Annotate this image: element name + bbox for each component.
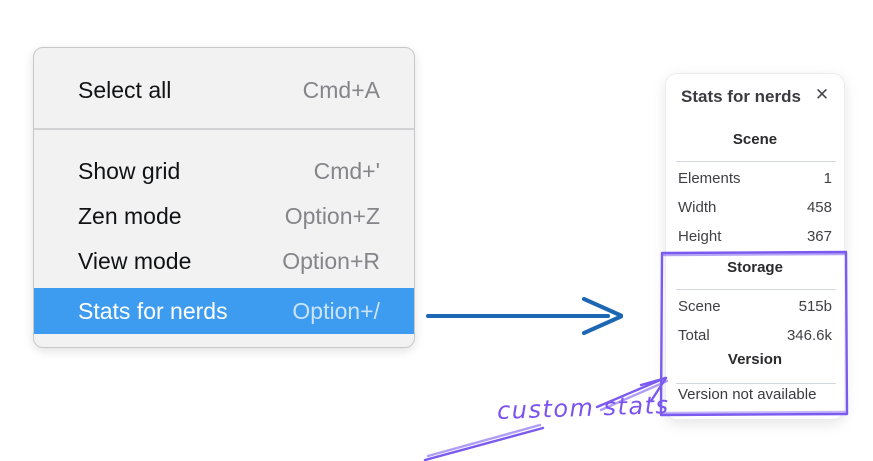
menu-item-show-grid[interactable]: Show grid Cmd+' [34, 149, 414, 193]
section-divider [676, 289, 836, 290]
menu-item-select-all[interactable]: Select all Cmd+A [34, 68, 414, 112]
menu-item-label: View mode [78, 247, 192, 274]
stat-label: Width [678, 199, 717, 216]
context-menu: Select all Cmd+A Show grid Cmd+' Zen mod… [33, 47, 415, 348]
menu-item-shortcut: Cmd+' [313, 157, 380, 184]
section-divider [676, 161, 836, 162]
menu-item-shortcut: Option+R [282, 247, 380, 274]
stats-panel: Stats for nerds ✕ Scene Elements 1 Width… [665, 73, 845, 420]
stat-row-height: Height 367 [678, 222, 832, 251]
stat-label: Scene [678, 298, 721, 315]
stat-label: Elements [678, 170, 741, 187]
menu-to-panel-arrow [426, 297, 623, 335]
menu-item-zen-mode[interactable]: Zen mode Option+Z [34, 194, 414, 238]
menu-item-label: Select all [78, 76, 172, 103]
menu-item-stats-for-nerds[interactable]: Stats for nerds Option+/ [34, 288, 414, 334]
stats-panel-title: Stats for nerds [681, 87, 801, 106]
section-heading-storage: Storage [727, 259, 783, 276]
menu-item-shortcut: Cmd+A [302, 76, 380, 103]
menu-divider [34, 128, 414, 130]
version-note: Version not available [678, 386, 817, 403]
stat-row-elements: Elements 1 [678, 164, 832, 193]
stat-row-scene-storage: Scene 515b [678, 292, 832, 321]
menu-item-label: Show grid [78, 157, 181, 184]
stat-value: 458 [806, 199, 832, 216]
close-icon[interactable]: ✕ [814, 85, 830, 104]
menu-item-shortcut: Option+/ [292, 297, 380, 324]
section-heading-scene: Scene [732, 131, 778, 148]
section-heading-version: Version [727, 351, 783, 368]
stat-value: 1 [823, 170, 832, 187]
menu-item-shortcut: Option+Z [284, 202, 380, 229]
stat-value: 346.6k [786, 327, 832, 344]
menu-item-label: Zen mode [78, 202, 182, 229]
section-divider [676, 383, 836, 384]
stat-row-total-storage: Total 346.6k [678, 321, 832, 350]
menu-item-view-mode[interactable]: View mode Option+R [34, 239, 414, 283]
stat-label: Total [678, 327, 710, 344]
custom-stats-annotation: custom stats [496, 390, 670, 426]
menu-item-label: Stats for nerds [78, 297, 228, 324]
stat-row-width: Width 458 [678, 193, 832, 222]
stat-value: 515b [798, 298, 832, 315]
stat-label: Height [678, 228, 722, 245]
stat-value: 367 [806, 228, 832, 245]
